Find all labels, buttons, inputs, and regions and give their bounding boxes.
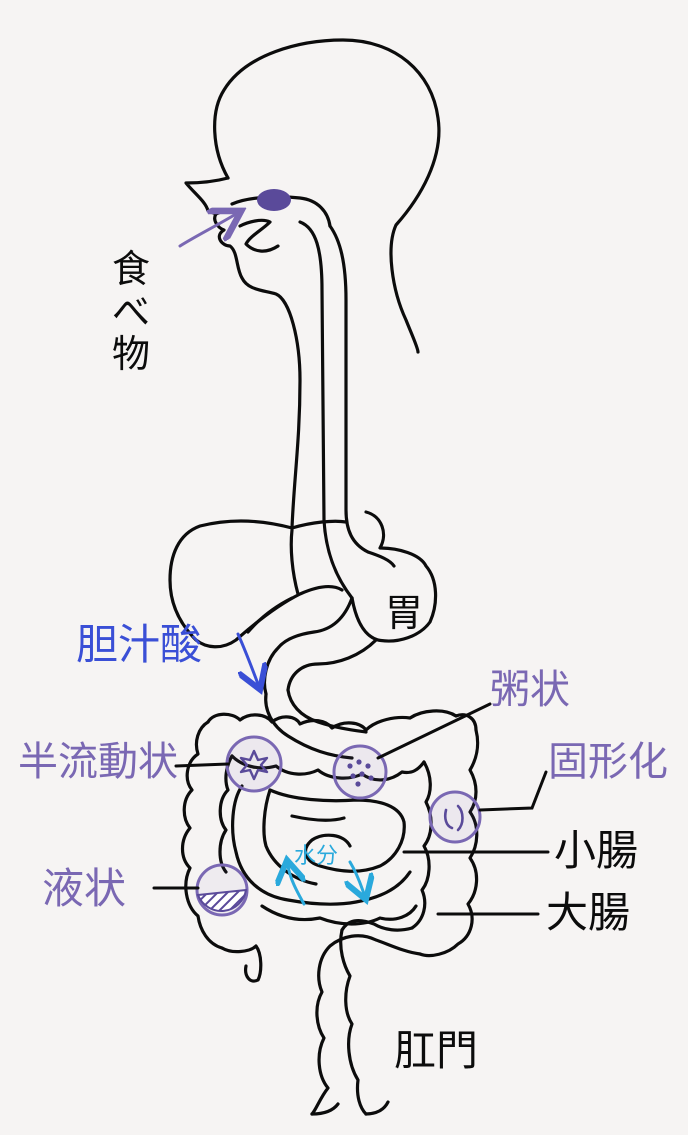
food-char-3: 物: [112, 333, 150, 376]
head-outline: [186, 40, 439, 528]
food-arrow: [180, 214, 236, 246]
bile-arrow: [238, 634, 258, 684]
gruel-circle: [334, 746, 386, 798]
solidify-circle: [430, 792, 480, 842]
gruel-label: 粥状: [490, 670, 570, 710]
solidify-leader: [480, 772, 546, 810]
semi-fluid-circle: [227, 737, 281, 791]
food-char-2: べ: [112, 291, 150, 334]
large-intestine-label: 大腸: [546, 892, 630, 934]
bile-acid-label: 胆汁酸: [76, 624, 202, 666]
food-bolus-icon: [257, 189, 291, 211]
stomach-label: 胃: [385, 594, 423, 632]
semi-fluid-label: 半流動状: [18, 742, 178, 782]
semi-fluid-leader: [176, 764, 228, 766]
liquid-circle: [197, 865, 247, 915]
anus-label: 肛門: [394, 1030, 478, 1072]
food-label: 食 べ 物: [112, 248, 150, 376]
food-char-1: 食: [112, 248, 150, 291]
small-intestine-label: 小腸: [554, 830, 638, 872]
water-label: 水分: [294, 846, 338, 868]
solidify-label: 固形化: [548, 742, 668, 782]
esophagus: [300, 222, 368, 598]
liquid-label: 液状: [42, 868, 126, 910]
